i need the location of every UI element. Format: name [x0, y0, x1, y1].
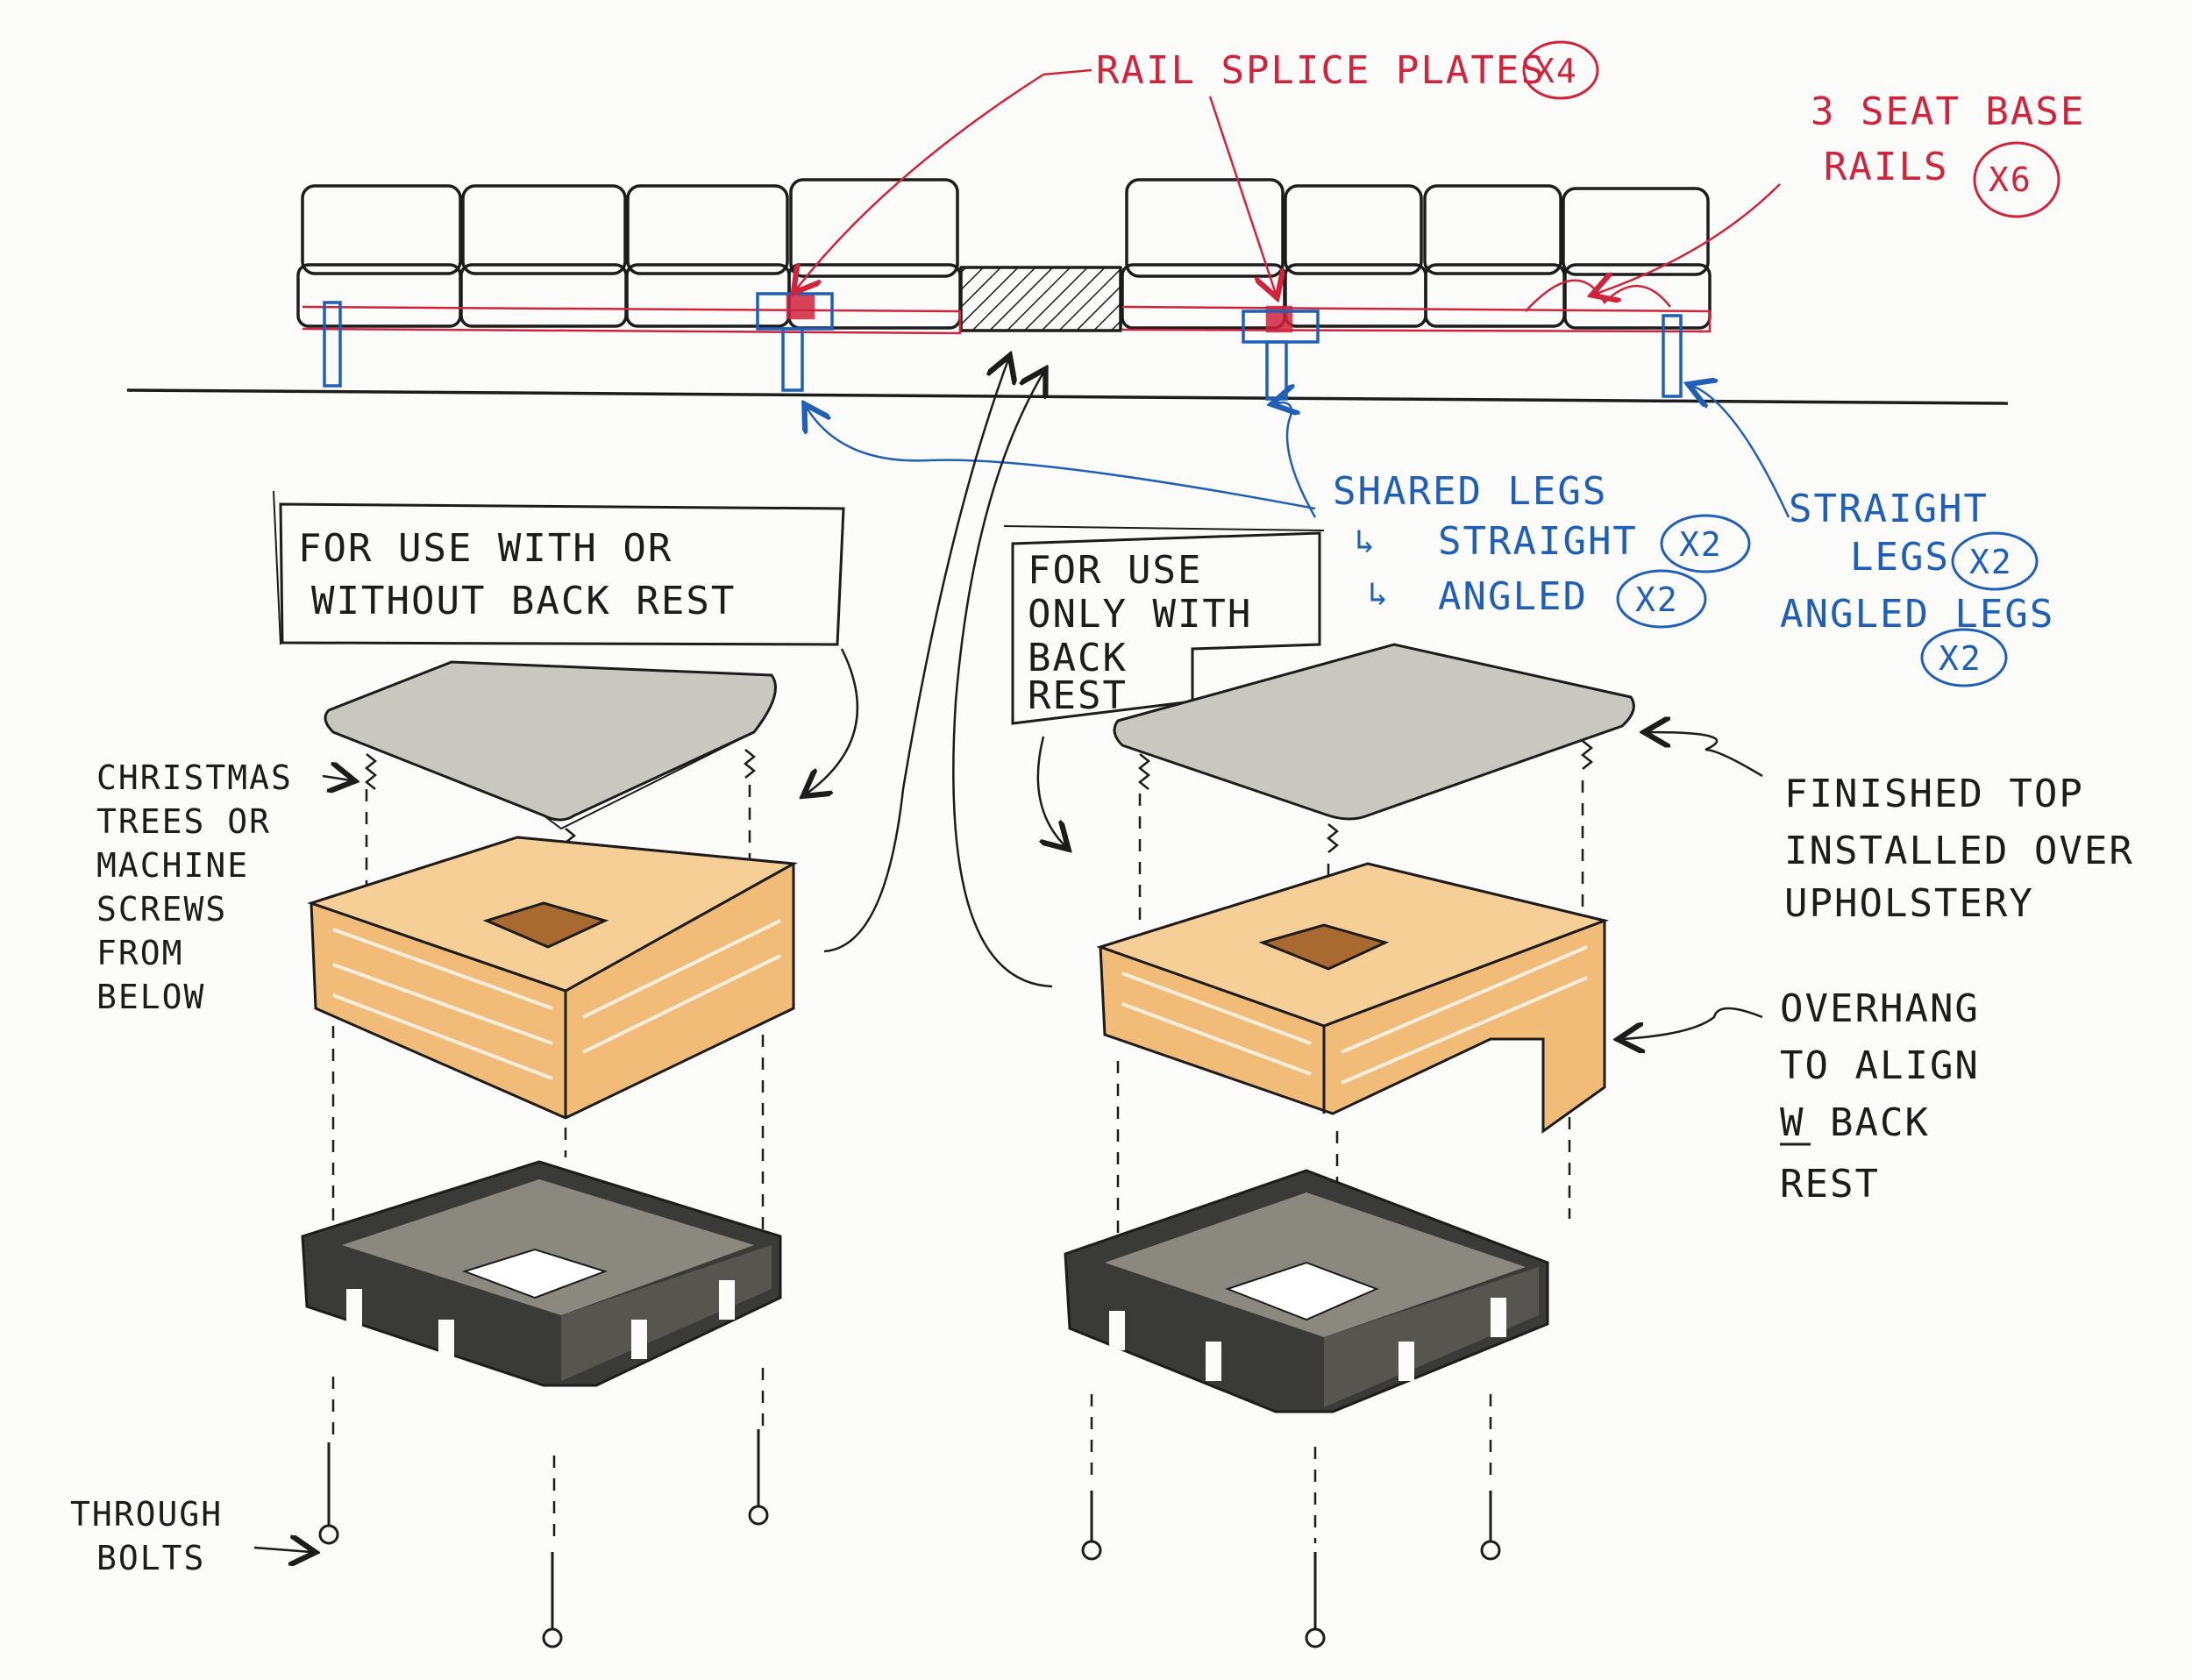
shared-legs-label: SHARED LEGS [1333, 469, 1607, 514]
finished-top-l3: UPHOLSTERY [1784, 881, 2034, 926]
overhang-l1: OVERHANG [1780, 986, 1980, 1031]
shared-angled-label: ANGLED [1438, 574, 1588, 619]
arrow-icon [253, 1548, 311, 1552]
straight-legs-label-1: STRAIGHT [1789, 487, 1989, 531]
leg-icon [1265, 340, 1288, 401]
count-circle [1522, 40, 1599, 100]
base-rails [302, 279, 1712, 335]
seat-cushion [1121, 263, 1286, 330]
count-circle [1920, 628, 2008, 687]
blue-leaders [807, 386, 1790, 518]
box-right-line4: REST [1028, 673, 1128, 718]
count-circle [1951, 531, 2039, 591]
finished-top [324, 660, 777, 822]
shared-angled-count: X2 [1635, 580, 1679, 619]
christmas-l4: SCREWS [96, 890, 227, 929]
center-cutout [1258, 923, 1390, 971]
finished-top-l2: INSTALLED OVER [1784, 829, 2134, 873]
christmas-l5: FROM [96, 934, 184, 972]
leg-icon [323, 301, 342, 388]
shared-straight-arrow: ↳ [1355, 522, 1377, 560]
base-rails-count: X6 [1989, 160, 2032, 199]
floor-line [126, 388, 2009, 405]
bolt-icon [318, 1429, 769, 1648]
finished-top-l1: FINISHED TOP [1784, 772, 2084, 816]
seat-back [461, 184, 627, 275]
shared-angled-arrow: ↳ [1368, 574, 1390, 613]
note-overhang: OVERHANG TO ALIGN W BACK REST [1622, 986, 1980, 1207]
seat-back [626, 184, 789, 275]
note-box-left: FOR USE WITH OR WITHOUT BACK REST [273, 490, 859, 794]
box-left-line2: WITHOUT BACK REST [311, 579, 736, 623]
box-right-line3: BACK [1028, 636, 1128, 680]
straight-legs-count: X2 [1969, 543, 2013, 581]
seat-back [1562, 187, 1710, 276]
note-box-right: FOR USE ONLY WITH BACK REST [1003, 525, 1325, 846]
red-labels: RAIL SPLICE PLATES X4 3 SEAT BASE RAILS … [1096, 40, 2085, 218]
black-leaders [823, 359, 1053, 988]
overhang-l2: TO ALIGN [1780, 1043, 1980, 1088]
splice-plate [786, 292, 815, 320]
count-circle [1973, 141, 2060, 218]
leg-icon [781, 327, 804, 392]
count-circle [1616, 569, 1707, 629]
note-finished-top: FINISHED TOP INSTALLED OVER UPHOLSTERY [1648, 732, 2134, 926]
seat-back [1423, 184, 1562, 275]
overhang-l4: REST [1780, 1162, 1880, 1207]
christmas-l3: MACHINE [96, 846, 249, 885]
christmas-l6: BELOW [96, 978, 205, 1016]
hatched-table-seat [959, 266, 1122, 332]
bolt-icon [1081, 1491, 1501, 1648]
note-christmas-trees: CHRISTMAS TREES OR MACHINE SCREWS FROM B… [96, 758, 351, 1016]
note-through-bolts: THROUGH BOLTS [70, 1495, 311, 1577]
angled-legs-label: ANGLED LEGS [1780, 592, 2054, 637]
shared-straight-label: STRAIGHT [1438, 519, 1638, 564]
center-cutout [482, 901, 609, 949]
angled-legs-count: X2 [1939, 639, 1982, 678]
assembly-left [301, 660, 798, 1648]
arrow-icon [1622, 1007, 1763, 1039]
christmas-l2: TREES OR [96, 802, 271, 841]
leg-icon [1662, 314, 1683, 398]
finished-top [1113, 643, 1635, 821]
base-rails-label-2: RAILS [1824, 145, 1948, 189]
assembly-right [1064, 643, 1635, 1648]
seat-back [789, 178, 959, 278]
seat-back [1284, 184, 1423, 275]
through-bolts-l1: THROUGH [70, 1495, 223, 1534]
blue-labels: SHARED LEGS ↳ STRAIGHT X2 ↳ ANGLED X2 ST… [1333, 469, 2054, 687]
christmas-l1: CHRISTMAS [96, 758, 293, 797]
screw-icon [1137, 740, 1594, 853]
overhang-l3: W BACK [1780, 1100, 1930, 1145]
through-bolts-l2: BOLTS [96, 1539, 205, 1577]
box-right-line2: ONLY WITH [1028, 592, 1252, 637]
red-leaders [796, 68, 1781, 294]
seat-cushion [1563, 263, 1712, 330]
seat-back [1125, 178, 1285, 278]
splice-count: X4 [1534, 52, 1578, 90]
arrow-icon [1648, 732, 1763, 778]
bench-elevation [126, 178, 2009, 405]
box-left-line1: FOR USE WITH OR [298, 526, 673, 571]
arrow-icon [322, 776, 351, 780]
splice-plates-label: RAIL SPLICE PLATES [1096, 48, 1546, 93]
count-circle [1660, 514, 1751, 573]
base-rails-label-1: 3 SEAT BASE [1811, 89, 2085, 134]
seat-back [301, 184, 462, 275]
box-right-line1: FOR USE [1028, 548, 1202, 593]
straight-legs-label-2: LEGS [1850, 535, 1950, 580]
shared-straight-count: X2 [1679, 525, 1723, 564]
